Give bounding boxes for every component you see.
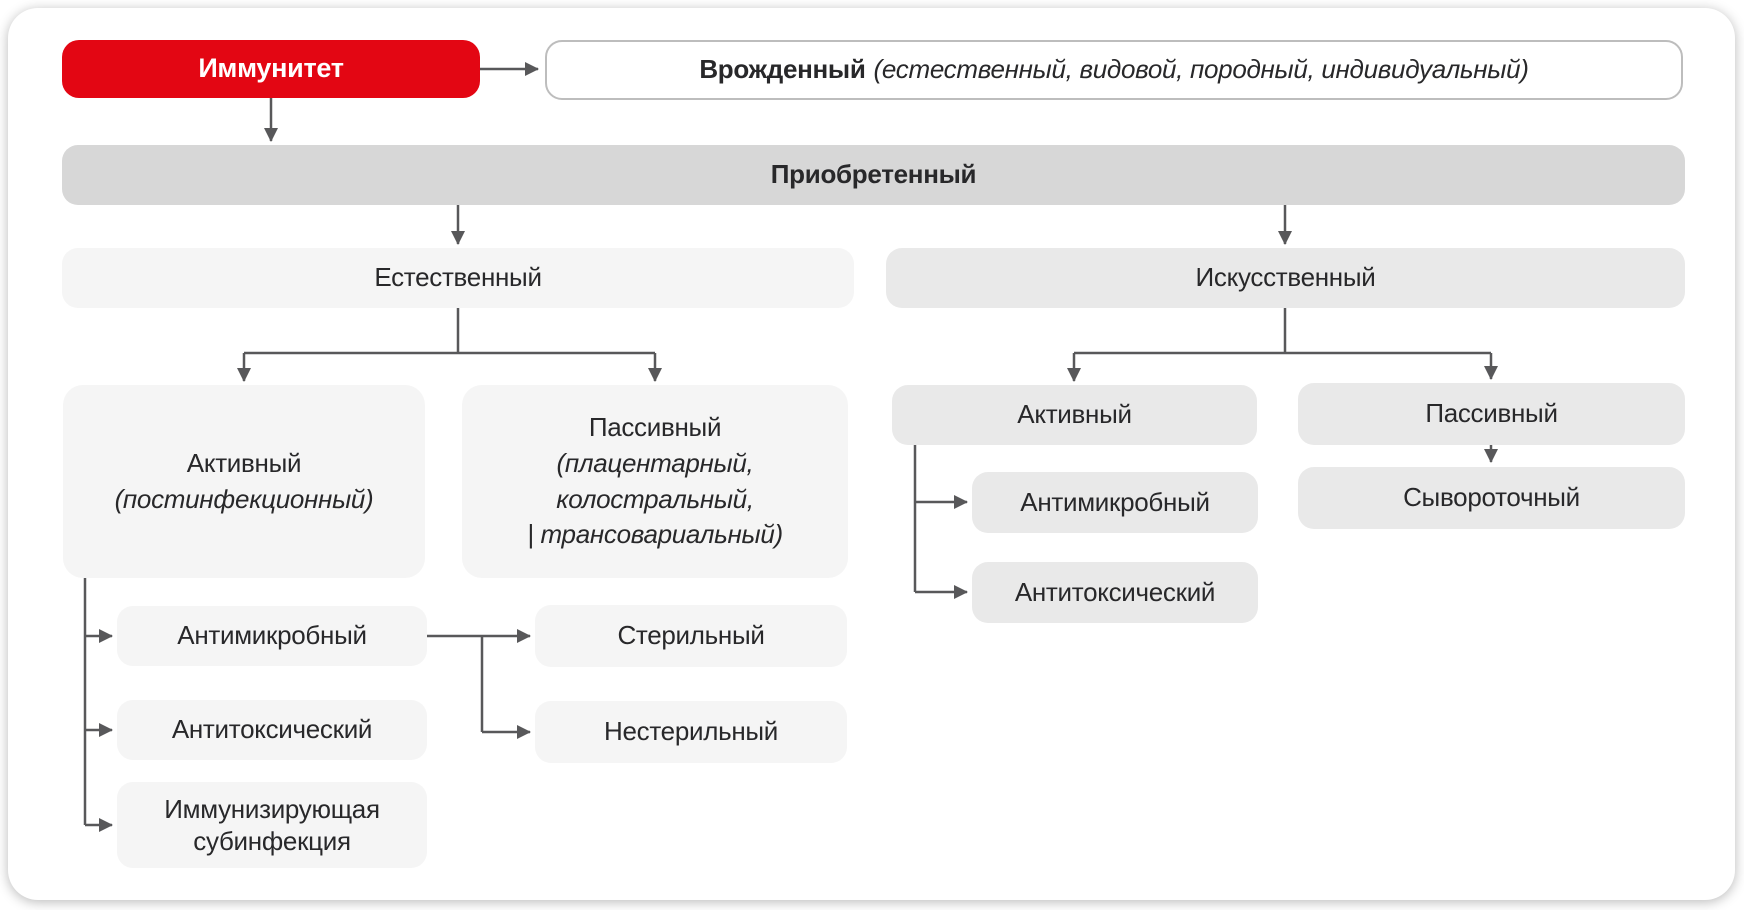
node-natural-passive: Пассивный (плацентарный, колостральный, … — [462, 385, 848, 578]
node-acquired-label: Приобретенный — [770, 159, 977, 190]
node-natural-label: Естественный — [374, 262, 542, 293]
node-innate-title: Врожденный — [699, 54, 866, 85]
node-artificial: Искусственный — [886, 248, 1685, 308]
node-artificial-passive: Пассивный — [1298, 383, 1685, 445]
node-natural-passive-line1: Пассивный — [588, 411, 722, 442]
node-natural-active-line1: Активный — [186, 447, 302, 478]
node-natural-antimicrobial-label: Антимикробный — [177, 620, 367, 651]
node-immunity-root-label: Иммунитет — [198, 53, 344, 84]
node-natural-active: Активный (постинфекционный) — [63, 385, 425, 578]
node-innate-subtitle: (естественный, видовой, породный, индиви… — [873, 54, 1529, 85]
node-artificial-active: Активный — [892, 385, 1257, 445]
node-innate: Врожденный (естественный, видовой, пород… — [545, 40, 1683, 100]
node-immunizing-subinfection: Иммунизирующая субинфекция — [117, 782, 427, 868]
node-serum-label: Сывороточный — [1403, 482, 1580, 513]
node-artificial-antitoxic: Антитоксический — [972, 562, 1258, 623]
node-natural-passive-line2: (плацентарный, — [556, 447, 754, 478]
node-natural-antitoxic: Антитоксический — [117, 700, 427, 760]
node-natural: Естественный — [62, 248, 854, 308]
node-natural-passive-line3: колостральный, — [556, 483, 754, 514]
node-natural-antimicrobial: Антимикробный — [117, 606, 427, 666]
node-nonsterile-label: Нестерильный — [604, 716, 778, 747]
node-artificial-label: Искусственный — [1195, 262, 1376, 293]
node-acquired: Приобретенный — [62, 145, 1685, 205]
node-nonsterile: Нестерильный — [535, 701, 847, 763]
node-serum: Сывороточный — [1298, 467, 1685, 529]
node-natural-passive-line4: | трансовариальный) — [527, 519, 783, 550]
node-immunizing-subinfection-line1: Иммунизирующая — [164, 793, 380, 824]
node-natural-active-line2: (постинфекционный) — [114, 483, 374, 514]
node-sterile: Стерильный — [535, 605, 847, 667]
node-artificial-antitoxic-label: Антитоксический — [1014, 576, 1216, 607]
node-artificial-antimicrobial-label: Антимикробный — [1020, 486, 1210, 517]
node-immunity-root: Иммунитет — [62, 40, 480, 98]
node-sterile-label: Стерильный — [617, 620, 765, 651]
node-artificial-active-label: Активный — [1017, 399, 1132, 430]
node-natural-antitoxic-label: Антитоксический — [171, 714, 373, 745]
node-artificial-antimicrobial: Антимикробный — [972, 472, 1258, 533]
node-artificial-passive-label: Пассивный — [1425, 398, 1558, 429]
node-immunizing-subinfection-line2: субинфекция — [193, 826, 351, 856]
